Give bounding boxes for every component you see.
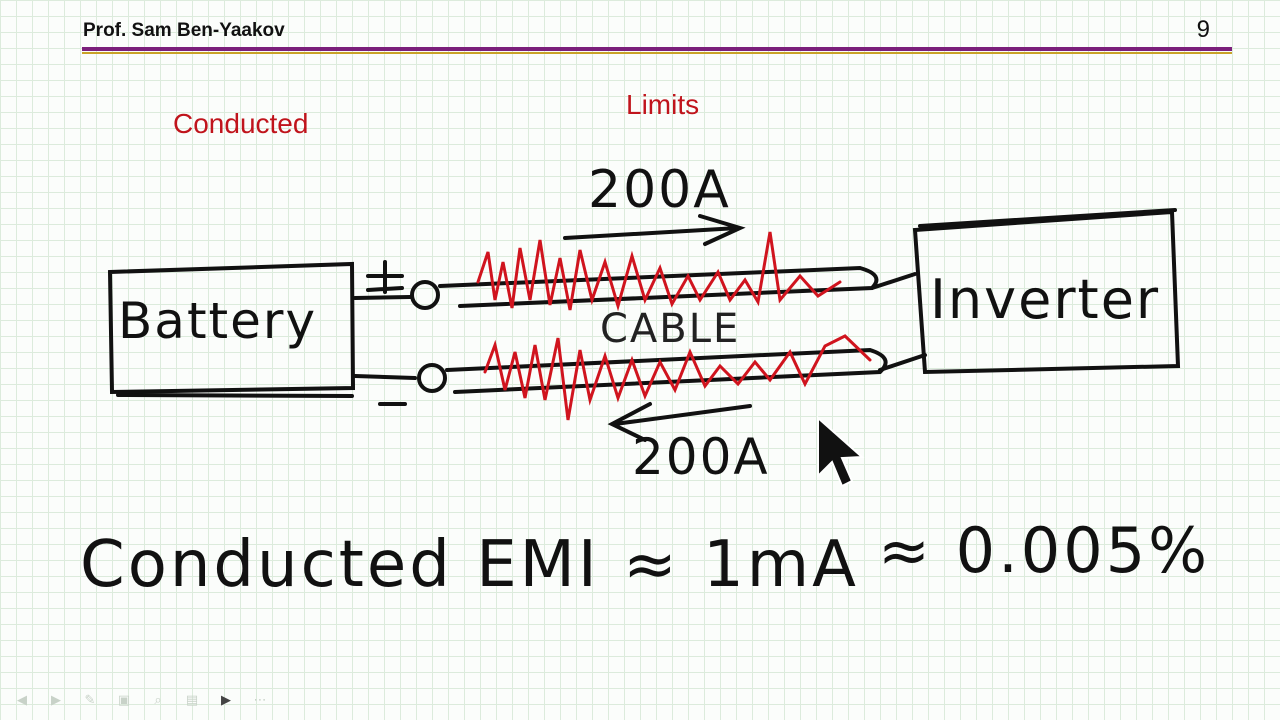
back-arrow-icon[interactable]: ◀	[17, 692, 27, 708]
presentation-toolbar: ◀ ▶ ✎ ▣ ⌕ ▤ ▶ ⋯	[10, 688, 272, 712]
cable-wires	[353, 265, 927, 394]
current-arrows	[563, 214, 752, 442]
conducted-label: Conducted	[173, 108, 309, 139]
mouse-pointer-icon	[817, 415, 865, 488]
current-top-label: 200A	[588, 160, 731, 220]
zoom-icon[interactable]: ⌕	[154, 692, 162, 708]
equation-right: ≈ 0.005%	[878, 514, 1211, 587]
battery-label: Battery	[118, 292, 318, 350]
limits-label: Limits	[626, 89, 700, 120]
pen-icon[interactable]: ✎	[84, 692, 96, 708]
current-bottom-label: 200A	[632, 428, 770, 486]
equation-left: Conducted EMI ≈ 1mA	[80, 528, 859, 602]
emi-noise	[476, 231, 872, 421]
inverter-box	[912, 208, 1181, 375]
header-rule-gold	[82, 52, 1232, 54]
cable-label: CABLE	[600, 306, 741, 352]
video-icon[interactable]: ▶	[221, 692, 231, 708]
more-icon[interactable]: ⋯	[253, 692, 267, 708]
battery-box	[107, 261, 356, 398]
slides-icon[interactable]: ▤	[185, 692, 199, 708]
forward-arrow-icon[interactable]: ▶	[51, 692, 61, 708]
polarity-signs	[366, 260, 407, 406]
screen-icon[interactable]: ▣	[117, 692, 131, 708]
header-rule-purple	[82, 47, 1232, 51]
page-number: 9	[1196, 16, 1210, 43]
inverter-label: Inverter	[930, 268, 1161, 331]
author-name: Prof. Sam Ben-Yaakov	[83, 20, 285, 41]
